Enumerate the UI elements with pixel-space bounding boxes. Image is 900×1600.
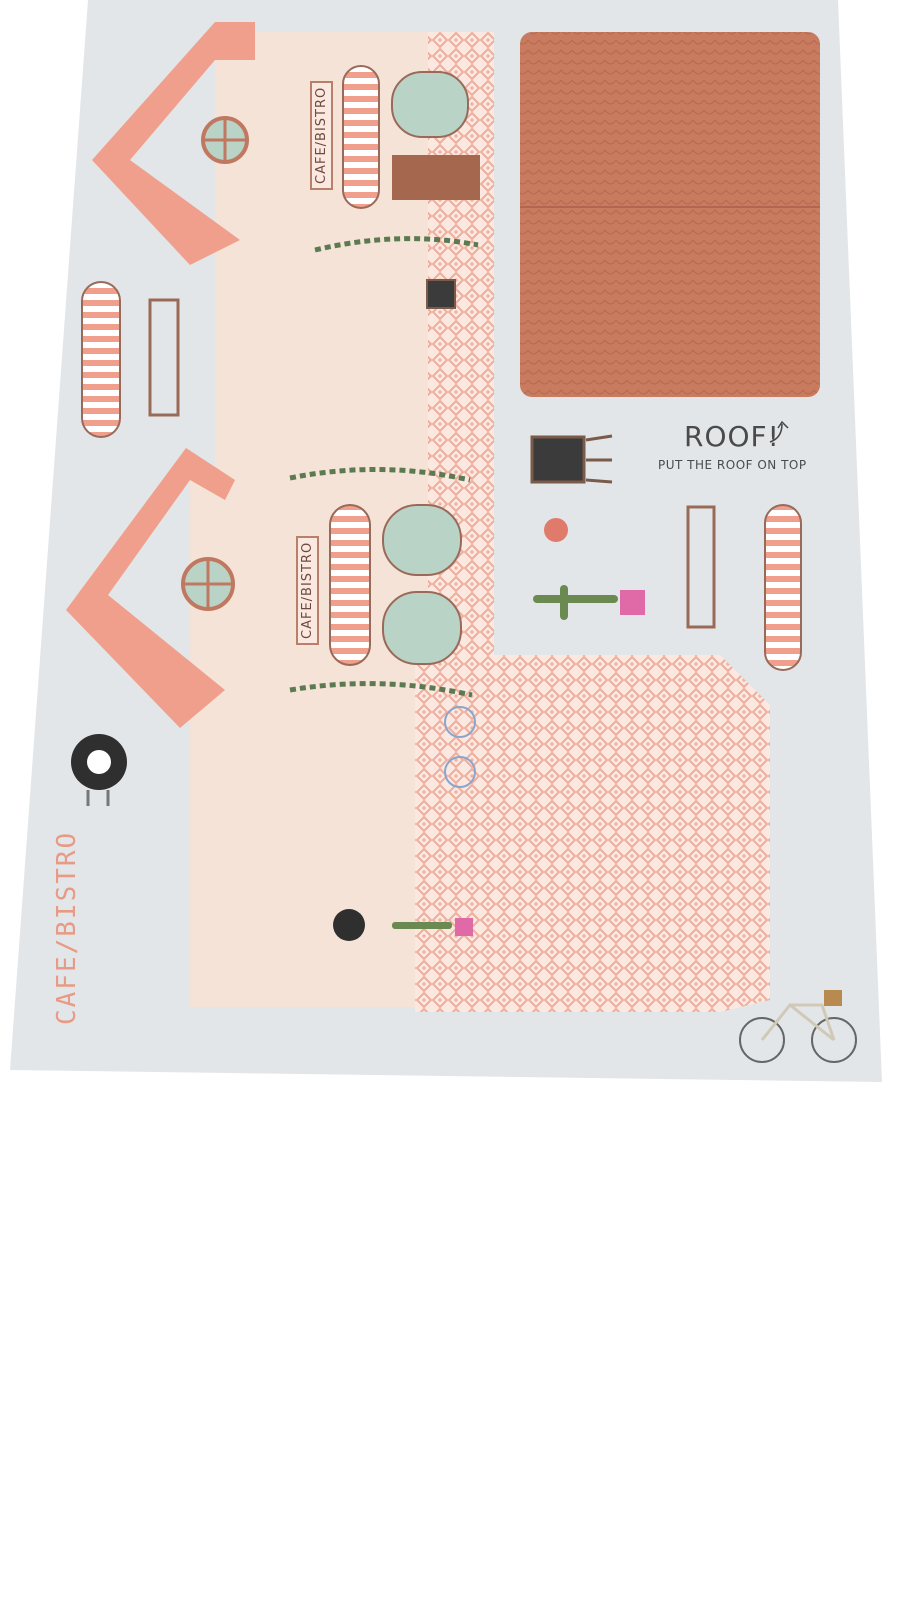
vine-icon bbox=[289, 467, 471, 483]
cupcake-icon bbox=[544, 518, 568, 542]
door-icon bbox=[392, 155, 480, 200]
cafe-sign-upper: CAFE/BISTRO bbox=[310, 80, 333, 190]
shop-window-icon bbox=[382, 504, 462, 576]
side-label: CAFE/BISTRO bbox=[52, 830, 82, 1025]
window-frame-piece bbox=[686, 505, 716, 629]
lower-floor-panel bbox=[415, 655, 770, 1012]
bicycle-icon bbox=[444, 706, 476, 738]
vine-icon bbox=[314, 236, 479, 253]
coffee-sign-icon bbox=[333, 909, 365, 941]
awning-icon bbox=[329, 504, 371, 666]
shop-window-icon bbox=[382, 591, 462, 665]
bicycle-icon bbox=[739, 990, 857, 1063]
vine-icon bbox=[289, 681, 473, 698]
upper-house-front bbox=[92, 22, 494, 472]
cactus-pot-icon bbox=[533, 585, 645, 620]
cactus-pot-icon bbox=[392, 922, 452, 929]
cafe-sign-lower: CAFE/BISTRO bbox=[296, 535, 319, 645]
roof-panel bbox=[520, 32, 820, 397]
upper-roof-trim bbox=[92, 22, 255, 265]
sandwich-board-icon bbox=[530, 435, 586, 484]
awning-icon bbox=[342, 65, 380, 209]
roof-instruction: PUT THE ROOF ON TOP bbox=[658, 458, 807, 472]
awning-piece-icon bbox=[764, 504, 802, 671]
arrow-up-icon bbox=[769, 420, 789, 443]
window-frame-piece bbox=[148, 298, 180, 417]
roof-title: ROOF! bbox=[684, 420, 780, 453]
shop-window-icon bbox=[391, 71, 469, 138]
lower-roof-trim bbox=[66, 448, 235, 728]
chalkboard-icon bbox=[426, 279, 456, 309]
awning-piece-icon bbox=[81, 281, 121, 438]
